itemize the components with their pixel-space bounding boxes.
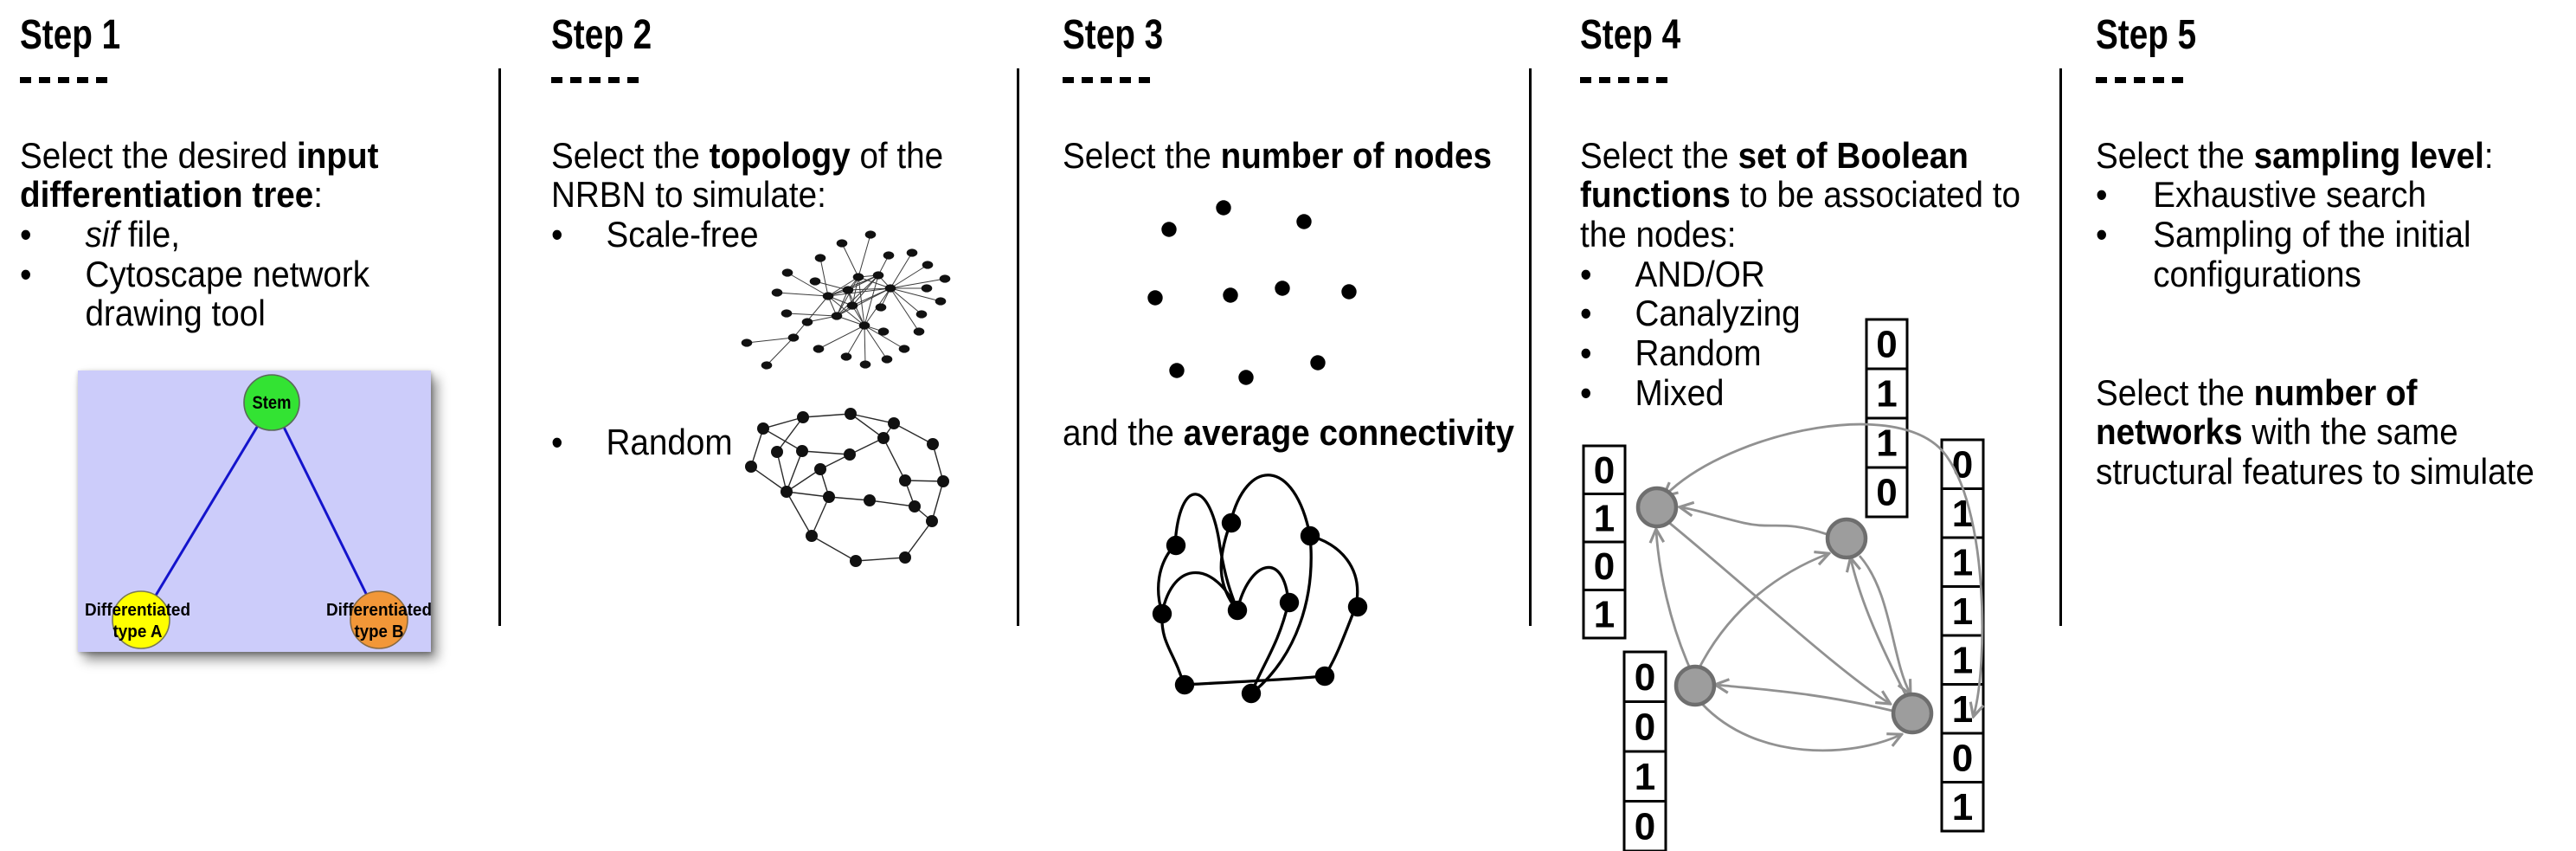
svg-text:1: 1 xyxy=(1594,497,1615,539)
svg-text:1: 1 xyxy=(1952,688,1973,731)
svg-text:Differentiated: Differentiated xyxy=(326,601,432,620)
svg-text:1: 1 xyxy=(1952,541,1973,583)
svg-text:1: 1 xyxy=(1594,593,1615,635)
svg-text:0: 0 xyxy=(1952,737,1973,779)
svg-text:Differentiated: Differentiated xyxy=(85,601,190,620)
svg-text:0: 0 xyxy=(1635,706,1655,748)
svg-text:0: 0 xyxy=(1952,443,1973,486)
svg-text:0: 0 xyxy=(1876,324,1897,366)
svg-text:0: 0 xyxy=(1594,449,1615,492)
svg-text:Stem: Stem xyxy=(253,393,292,413)
svg-text:0: 0 xyxy=(1594,545,1615,588)
svg-text:type A: type A xyxy=(113,622,163,641)
svg-text:1: 1 xyxy=(1876,373,1897,416)
svg-text:type B: type B xyxy=(355,622,404,641)
svg-text:1: 1 xyxy=(1952,639,1973,681)
svg-text:0: 0 xyxy=(1635,656,1655,699)
svg-text:0: 0 xyxy=(1876,472,1897,514)
svg-text:1: 1 xyxy=(1952,786,1973,828)
svg-text:0: 0 xyxy=(1635,805,1655,848)
svg-text:1: 1 xyxy=(1635,756,1655,798)
svg-text:1: 1 xyxy=(1876,422,1897,465)
svg-text:1: 1 xyxy=(1952,590,1973,633)
